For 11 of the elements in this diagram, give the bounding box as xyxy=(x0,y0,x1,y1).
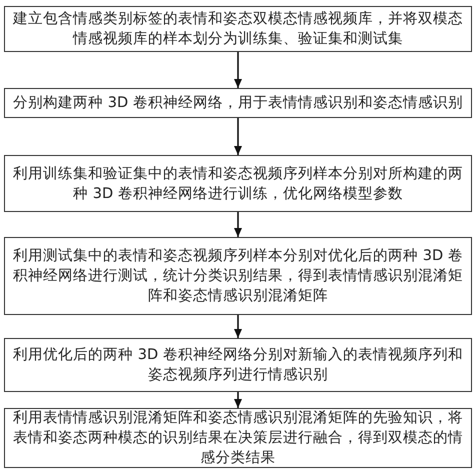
process-box: 建立包含情感类别标签的表情和姿态双模态情感视频库，并将双模态情感视频库的样本划分为训练集、验证集和测试集 xyxy=(4,6,472,52)
arrow xyxy=(234,315,242,338)
process-box: 利用训练集和验证集中的表情和姿态视频序列样本分别对所构建的两种 3D 卷积神经网络进行训练，优化网络模型参数 xyxy=(4,155,472,212)
arrow xyxy=(234,212,242,237)
process-box: 分别构建两种 3D 卷积神经网络，用于表情情感识别和姿态情感识别 xyxy=(4,88,472,118)
process-box: 利用优化后的两种 3D 卷积神经网络分别对新输入的表情视频序列和姿态视频序列进行情感识别 xyxy=(4,338,472,392)
arrow xyxy=(234,392,242,408)
arrow xyxy=(234,118,242,155)
process-box: 利用表情情感识别混淆矩阵和姿态情感识别混淆矩阵的先验知识，将表情和姿态两种模态的识别结果在决策层进行融合，得到双模态的情感分类结果 xyxy=(4,408,472,468)
process-box: 利用测试集中的表情和姿态视频序列样本分别对优化后的两种 3D 卷积神经网络进行测试，统计分类识别结果，得到表情情感识别混淆矩阵和姿态情感识别混淆矩阵 xyxy=(4,237,472,315)
arrow xyxy=(234,52,242,88)
